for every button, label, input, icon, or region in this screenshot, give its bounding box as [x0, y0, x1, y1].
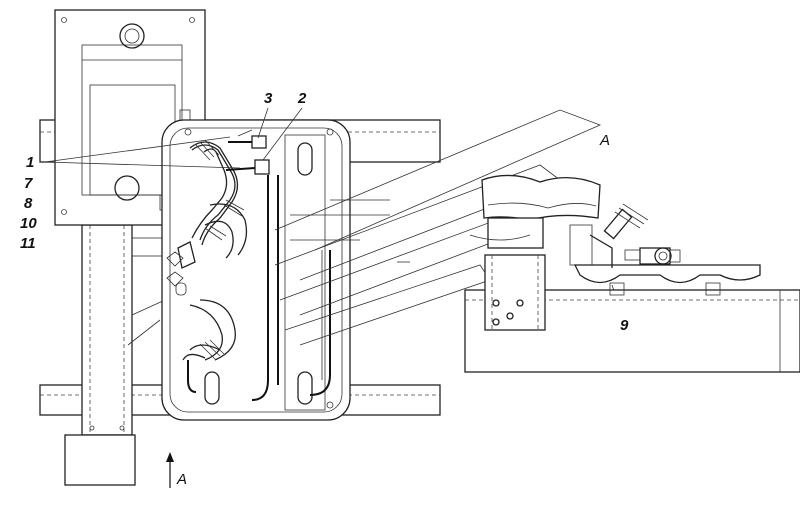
callout-8: 8: [24, 195, 33, 212]
callout-7: 7: [24, 175, 33, 192]
mounting-plate: [161, 119, 351, 421]
corrugated-hoses: [166, 139, 248, 393]
view-a-assembly: [397, 174, 800, 373]
callout-11: 11: [20, 235, 36, 252]
callout-10: 10: [20, 215, 37, 232]
view-a-label: A: [599, 132, 610, 149]
callout-2: 2: [297, 90, 307, 107]
valves: [225, 129, 270, 175]
callout-1: 1: [26, 154, 34, 171]
vertical-column: [64, 224, 166, 486]
callout-9: 9: [620, 317, 629, 334]
view-arrow: [166, 452, 174, 488]
callout-3: 3: [264, 90, 273, 107]
view-arrow-label: A: [176, 471, 187, 488]
